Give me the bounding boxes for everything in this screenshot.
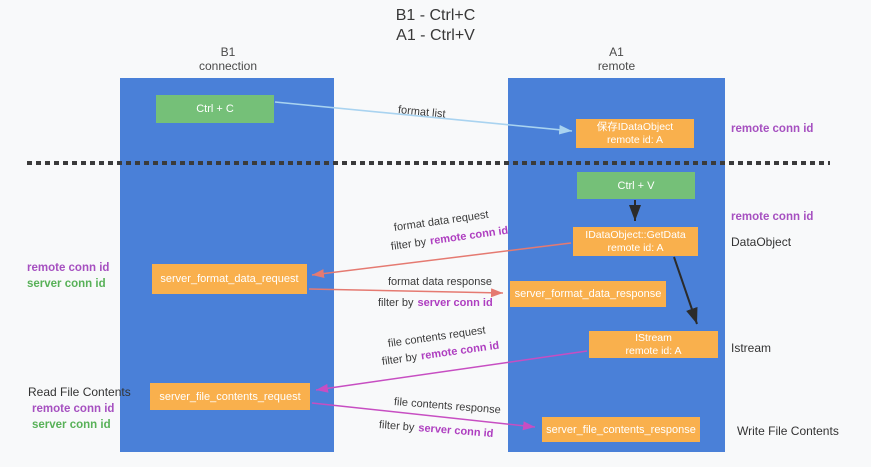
label-server-conn-id-left-2: server conn id xyxy=(32,419,111,431)
filter-prefix-2: filter by xyxy=(378,297,414,309)
node-server-file-contents-request: server_file_contents_request xyxy=(150,383,310,410)
lane-b1-subtitle: connection xyxy=(198,59,258,73)
node-ctrl-c: Ctrl + C xyxy=(156,95,274,123)
title-line-2: A1 - Ctrl+V xyxy=(396,27,475,44)
node-server-format-data-request: server_format_data_request xyxy=(152,264,307,294)
node-ctrl-v: Ctrl + V xyxy=(577,172,695,199)
filter-prefix-3: filter by xyxy=(381,351,418,368)
title-line-1: B1 - Ctrl+C xyxy=(395,7,476,24)
node-ctrl-c-label: Ctrl + C xyxy=(196,103,234,115)
node-keep-idataobject: 保存IDataObject remote id: A xyxy=(576,119,694,148)
lane-header-b1: B1 connection xyxy=(120,45,336,73)
dashed-divider xyxy=(27,161,830,165)
node-server-format-data-request-label: server_format_data_request xyxy=(160,273,299,285)
node-ctrl-v-label: Ctrl + V xyxy=(617,179,655,192)
node-server-format-data-response: server_format_data_response xyxy=(510,281,666,307)
filter-prefix-1: filter by xyxy=(390,236,427,253)
node-getdata-line2: remote id: A xyxy=(607,241,664,254)
label-server-conn-id-left-1: server conn id xyxy=(27,278,106,290)
node-server-file-contents-response-label: server_file_contents_response xyxy=(546,423,696,436)
filter-key-server-1: server conn id xyxy=(417,297,493,309)
node-istream-line2: remote id: A xyxy=(625,344,682,357)
label-write-file-contents: Write File Contents xyxy=(737,424,839,438)
label-remote-conn-id-left-2: remote conn id xyxy=(32,403,115,415)
edge-label-file-contents-response: file contents response xyxy=(393,396,502,417)
node-istream: IStream remote id: A xyxy=(589,331,718,358)
label-remote-conn-id-right-2: remote conn id xyxy=(731,211,814,223)
lane-a1-subtitle: remote xyxy=(597,59,636,73)
node-keep-idataobject-line2: remote id: A xyxy=(606,133,664,146)
node-getdata-line1: IDataObject::GetData xyxy=(585,228,686,241)
filter-key-server-2: server conn id xyxy=(417,422,494,440)
edge-label-format-list: format list xyxy=(397,104,447,121)
node-server-file-contents-response: server_file_contents_response xyxy=(542,417,700,442)
diagram-title: B1 - Ctrl+C A1 - Ctrl+V xyxy=(0,6,871,46)
node-keep-idataobject-line1: 保存IDataObject xyxy=(596,120,674,133)
node-server-format-data-response-label: server_format_data_response xyxy=(514,288,662,300)
lane-header-a1: A1 remote xyxy=(508,45,725,73)
node-server-file-contents-request-label: server_file_contents_request xyxy=(159,390,301,403)
node-istream-line1: IStream xyxy=(635,331,672,344)
lane-a1-title: A1 xyxy=(609,45,624,59)
filter-prefix-4: filter by xyxy=(378,419,415,434)
filter-key-remote-1: remote conn id xyxy=(429,224,509,248)
label-remote-conn-id-left-1: remote conn id xyxy=(27,262,110,274)
edge-label-format-data-response: format data response xyxy=(388,276,492,288)
label-istream: Istream xyxy=(731,341,772,355)
arrow-format-data-response xyxy=(308,288,504,298)
lane-b1-title: B1 xyxy=(220,45,236,59)
node-idataobject-getdata: IDataObject::GetData remote id: A xyxy=(573,227,698,256)
label-dataobject: DataObject xyxy=(731,235,792,249)
label-read-file-contents: Read File Contents xyxy=(28,385,131,399)
label-remote-conn-id-right-1: remote conn id xyxy=(731,123,814,135)
